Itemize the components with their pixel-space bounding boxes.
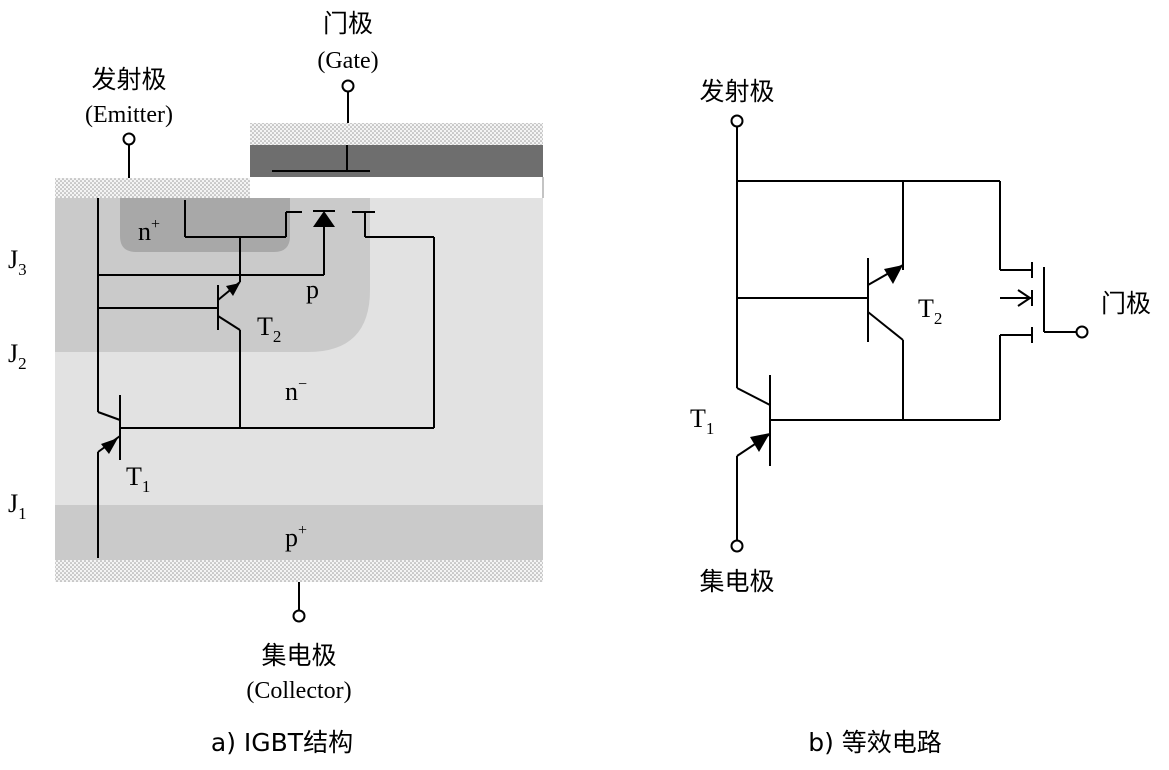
n-minus-label: n− [285,376,307,406]
eq-gate-terminal [1075,325,1089,339]
eq-collector-terminal [730,539,744,553]
t1-label: T1 [126,462,150,496]
emitter-label-en: (Emitter) [85,102,173,128]
eq-t1-emitter-arrow-icon [750,433,770,452]
t1-emitter-arrow-icon [101,438,118,454]
caption-b: b) 等效电路 [808,728,942,757]
eq-emitter-terminal [730,114,744,128]
emitter-label-cn: 发射极 [91,65,166,94]
p-region-label: p [306,275,319,304]
collector-terminal [292,609,306,623]
t2-label: T2 [257,312,281,346]
igbt-structure-diagram: 发射极 (Emitter) 门极 (Gate) 集电极 (Collector) … [8,9,544,757]
n-plus-region [120,197,290,252]
channel-arrow-icon [313,211,335,227]
junction-j1-label: J1 [8,489,27,523]
eq-t2-label: T2 [918,294,942,328]
equivalent-circuit-diagram: 发射极 门极 集电极 T2 [690,77,1151,757]
gate-electrode [250,145,543,177]
gate-terminal [341,79,355,93]
eq-t2-emitter-arrow-icon [884,265,903,284]
eq-emitter-label: 发射极 [699,77,774,106]
caption-a: a) IGBT结构 [211,728,353,757]
collector-label-en: (Collector) [246,678,351,704]
eq-t1-label: T1 [690,404,714,438]
eq-collector-label: 集电极 [699,567,774,596]
gate-label-en: (Gate) [317,48,378,74]
collector-label-cn: 集电极 [261,641,336,670]
junction-j3-label: J3 [8,245,27,279]
emitter-metal [55,178,250,198]
p-plus-layer [55,505,543,560]
eq-gate-label: 门极 [1101,289,1151,318]
emitter-terminal [122,132,136,146]
p-plus-label: p+ [285,522,307,552]
gate-label-cn: 门极 [323,9,373,38]
t2-emitter-arrow-icon [226,283,240,296]
junction-j2-label: J2 [8,339,27,373]
gate-metal [250,123,543,145]
collector-metal [55,560,543,582]
n-plus-label: n+ [138,216,160,246]
gate-oxide [250,177,543,198]
